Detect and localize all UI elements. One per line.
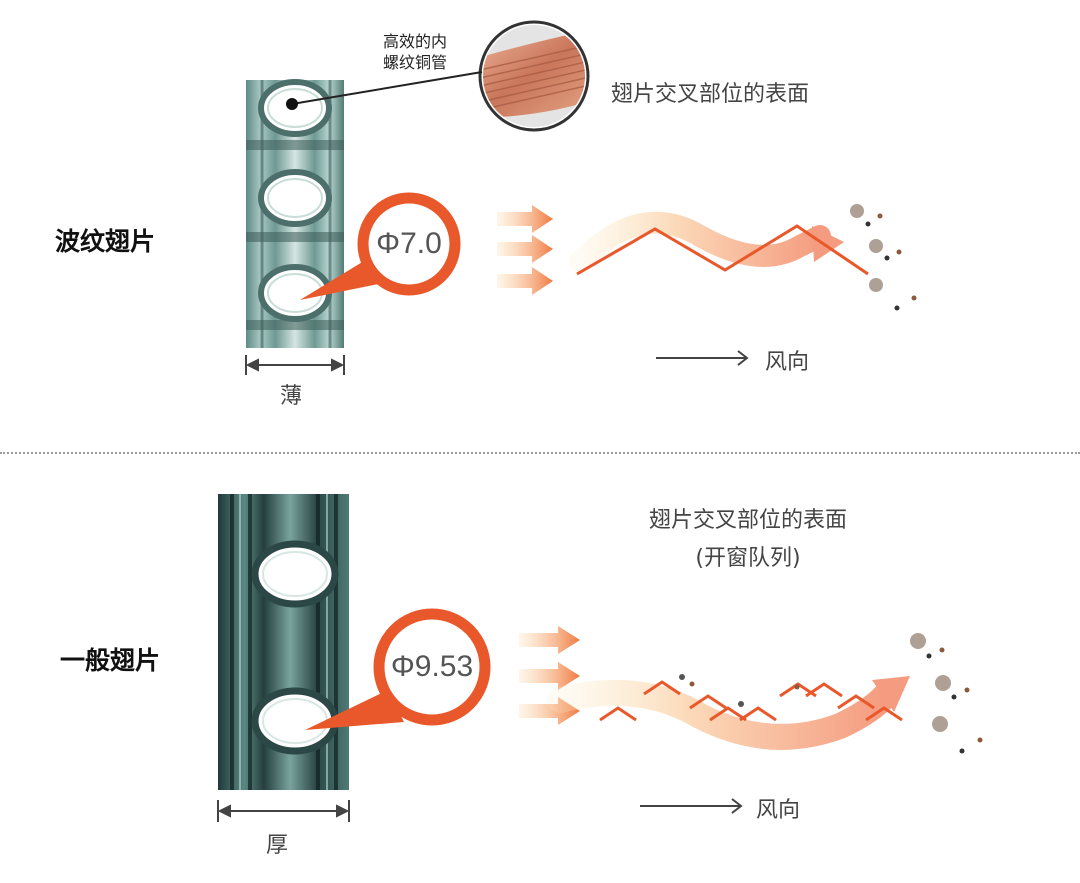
normal-fin-image [218,494,349,790]
surface-caption-bottom-line2: (开窗队列) [695,546,801,571]
thickness-label-thick: 厚 [266,833,289,858]
section-divider [0,452,1080,454]
wind-direction-arrow-bottom [640,798,743,814]
dust-particles-top [850,204,917,311]
wavy-fin-profile [569,211,869,276]
wind-direction-arrow-top [656,350,749,366]
thickness-label-thin: 薄 [280,384,303,409]
copper-tube-magnifier [286,20,590,132]
diameter-bubble-bottom [305,608,491,730]
dust-particles-bottom [910,633,983,754]
wind-direction-label-bottom: 风向 [756,798,801,823]
tube-callout-text: 高效的内 螺纹铜管 [383,31,447,73]
tube-callout-line2: 螺纹铜管 [383,53,448,72]
thickness-dimension-top [245,355,345,375]
surface-caption-top: 翅片交叉部位的表面 [611,82,810,107]
diameter-bubble-top [300,192,461,300]
diameter-label-top: Φ7.0 [376,227,442,260]
wavy-fin-image [246,79,344,348]
surface-caption-bottom: 翅片交叉部位的表面 (开窗队列) [618,502,878,572]
row-label-wavy-fin: 波纹翅片 [55,227,156,256]
surface-caption-bottom-line1: 翅片交叉部位的表面 [648,508,847,533]
louver-fin-profile [547,674,910,750]
row-label-normal-fin: 一般翅片 [60,646,161,675]
wind-direction-label-top: 风向 [765,350,810,375]
thickness-dimension-bottom [217,800,350,822]
tube-callout-line1: 高效的内 [383,32,448,51]
diameter-label-bottom: Φ9.53 [390,650,474,683]
airflow-in-arrows-top [497,205,553,295]
